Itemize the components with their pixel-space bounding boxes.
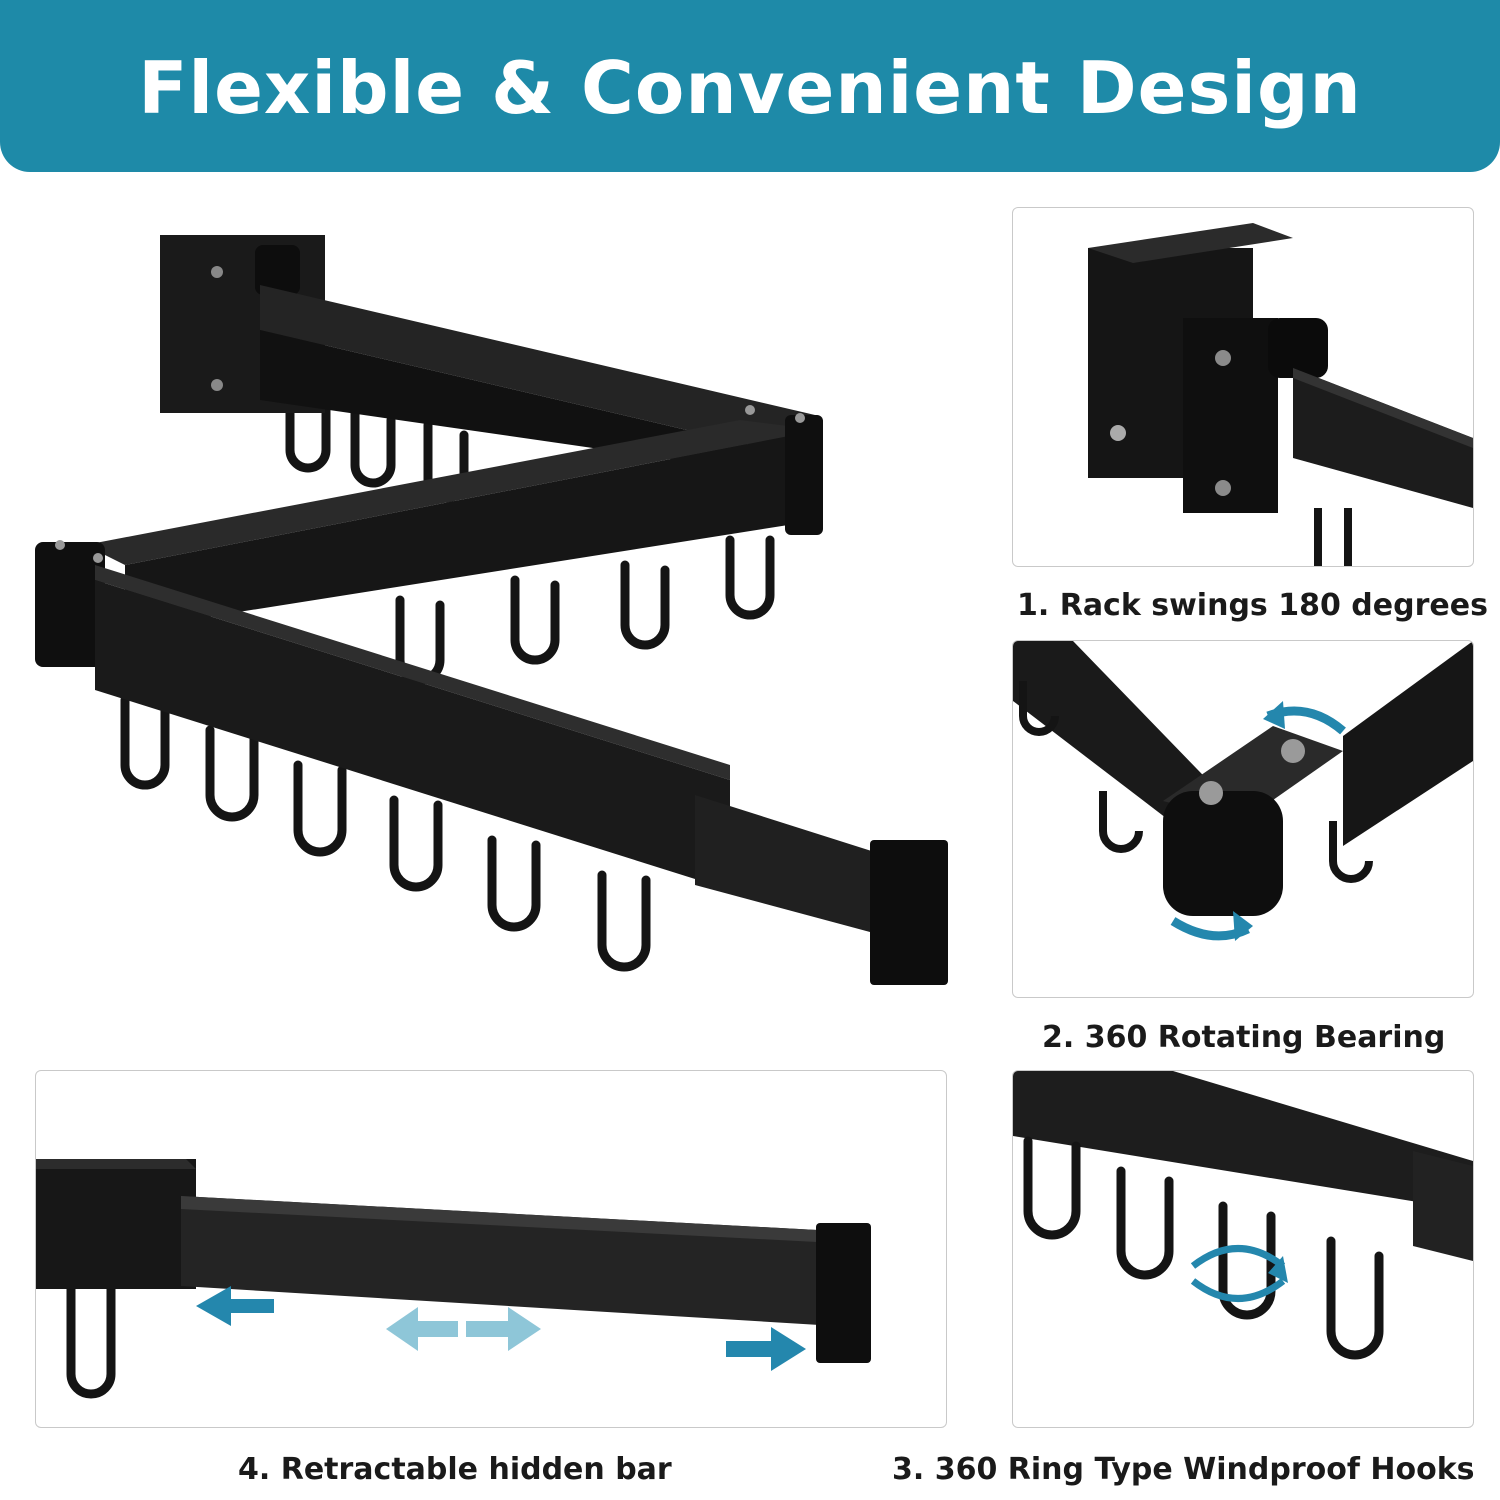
header-banner: Flexible & Convenient Design (0, 0, 1500, 172)
feature-panel-bearing (1012, 640, 1474, 998)
feature-panel-hooks (1012, 1070, 1474, 1428)
feature-panel-retractable (35, 1070, 947, 1428)
main-product-image (20, 220, 970, 1020)
page-title: Flexible & Convenient Design (138, 46, 1362, 130)
caption-hooks: 3. 360 Ring Type Windproof Hooks (892, 1452, 1475, 1487)
caption-retractable: 4. Retractable hidden bar (238, 1452, 672, 1487)
feature-panel-swing (1012, 207, 1474, 567)
caption-swing: 1. Rack swings 180 degrees (1017, 588, 1488, 623)
caption-bearing: 2. 360 Rotating Bearing (1042, 1020, 1446, 1055)
